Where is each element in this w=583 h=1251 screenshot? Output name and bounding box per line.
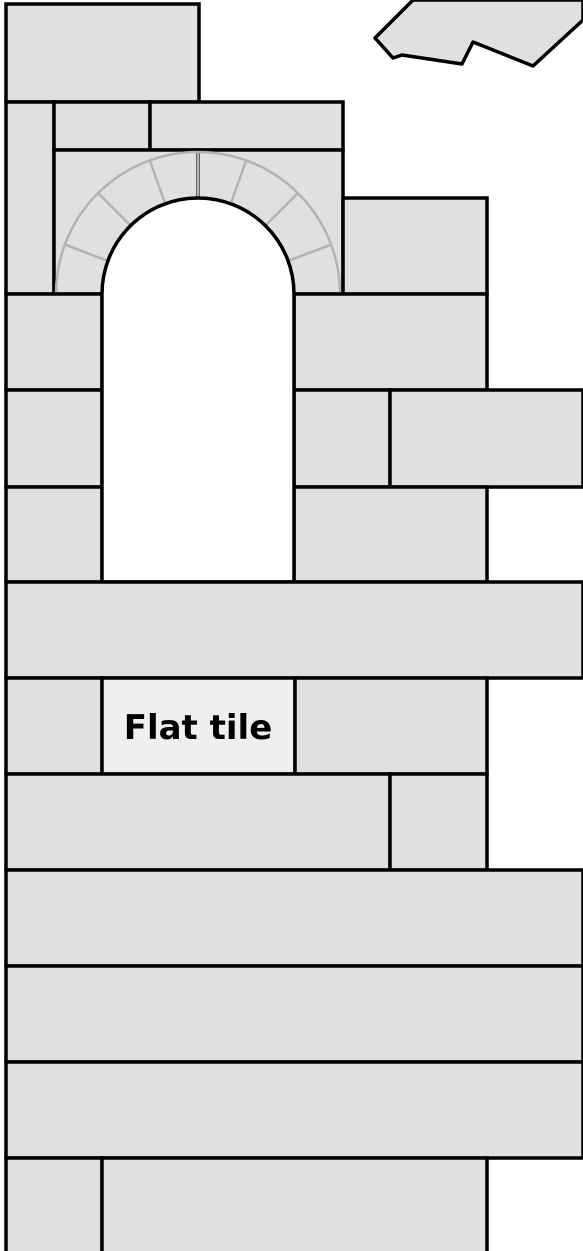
- block-row11-right: [102, 1158, 487, 1251]
- block-row3-right: [390, 390, 583, 487]
- block-row2-right: [294, 294, 487, 390]
- block-row11-left: [6, 1158, 102, 1251]
- block-row6-right: [295, 678, 487, 774]
- broken-fragment: [375, 0, 583, 66]
- block-top-cap: [6, 4, 199, 102]
- block-row5-sill: [6, 582, 583, 678]
- block-row1-c: [150, 102, 343, 150]
- flat-tile-label: Flat tile: [124, 708, 273, 748]
- block-row8: [6, 870, 583, 966]
- block-row4-right: [294, 487, 487, 582]
- block-right-upper: [343, 198, 487, 294]
- arch-window-opening: [102, 198, 294, 582]
- block-row1-b: [54, 102, 150, 150]
- block-row7-left: [6, 774, 390, 870]
- block-row7-right: [390, 774, 487, 870]
- block-row3-mid: [294, 390, 390, 487]
- block-row1-a: [6, 102, 54, 294]
- block-row3-left: [6, 390, 102, 487]
- block-row9: [6, 966, 583, 1062]
- block-row4-left: [6, 487, 102, 582]
- block-row10: [6, 1062, 583, 1158]
- block-row6-left: [6, 678, 102, 774]
- block-row2-left: [6, 294, 102, 390]
